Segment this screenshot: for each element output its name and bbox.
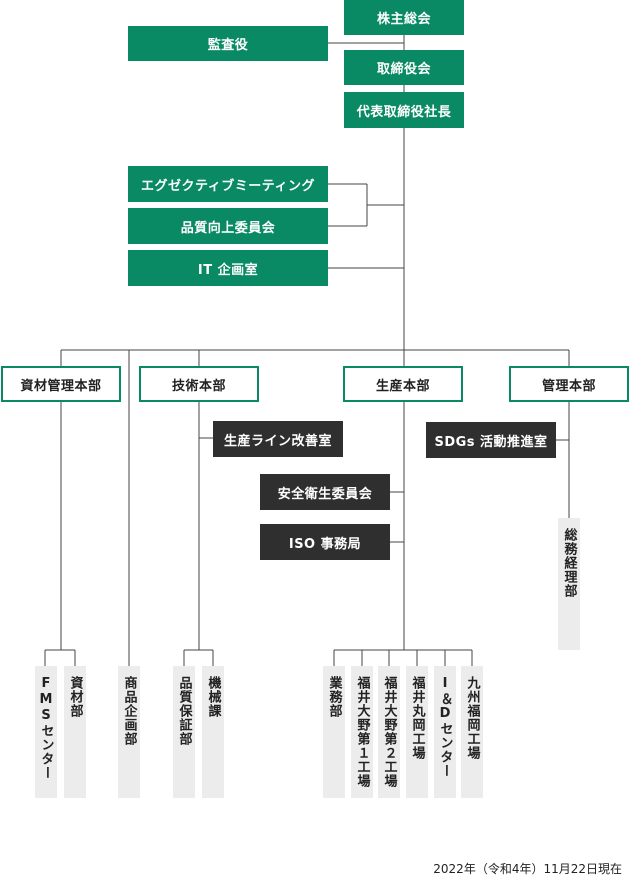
auditor-box: 監査役 [128, 26, 328, 61]
dept-product-planning: 商品企画部 [118, 666, 140, 798]
dept-ohno-plant-1: 福井大野第１工場 [351, 666, 373, 798]
sdgs-office-box: SDGs 活動推進室 [426, 422, 556, 458]
dept-ohno-plant-2: 福井大野第２工場 [378, 666, 400, 798]
dept-label: 業務部 [326, 676, 342, 718]
dept-label: 総務経理部 [561, 528, 577, 598]
management-division-box: 管理本部 [509, 366, 629, 402]
dept-label: 品質保証部 [176, 676, 192, 746]
dept-label: 福井大野第２工場 [381, 676, 397, 788]
dept-id-center: I＆Dセンター [434, 666, 456, 798]
shareholders-meeting-box: 株主総会 [344, 0, 464, 35]
dept-business: 業務部 [323, 666, 345, 798]
materials-division-box: 資材管理本部 [1, 366, 121, 402]
tech-division-box: 技術本部 [139, 366, 259, 402]
dept-fms-center: FMSセンター [35, 666, 57, 798]
quality-committee-box: 品質向上委員会 [128, 208, 328, 244]
dept-machinery: 機械課 [202, 666, 224, 798]
dept-label: 機械課 [205, 676, 221, 718]
it-planning-box: IT 企画室 [128, 250, 328, 286]
line-improvement-box: 生産ライン改善室 [213, 421, 343, 457]
as-of-date: 2022年（令和4年）11月22日現在 [433, 862, 622, 876]
dept-label: 九州福岡工場 [464, 676, 480, 760]
dept-label: FMSセンター [38, 676, 54, 780]
production-division-box: 生産本部 [343, 366, 463, 402]
board-box: 取締役会 [344, 50, 464, 85]
dept-label: 資材部 [67, 676, 83, 718]
dept-general-accounting: 総務経理部 [558, 518, 580, 650]
dept-label: 商品企画部 [121, 676, 137, 746]
dept-label: I＆Dセンター [437, 676, 453, 778]
dept-kyushu-plant: 九州福岡工場 [461, 666, 483, 798]
dept-label: 福井大野第１工場 [354, 676, 370, 788]
dept-maruoka-plant: 福井丸岡工場 [406, 666, 428, 798]
safety-committee-box: 安全衛生委員会 [260, 474, 390, 510]
executive-meeting-box: エグゼクティブミーティング [128, 166, 328, 202]
dept-shizai: 資材部 [64, 666, 86, 798]
dept-label: 福井丸岡工場 [409, 676, 425, 760]
dept-quality-assurance: 品質保証部 [173, 666, 195, 798]
president-box: 代表取締役社長 [344, 92, 464, 128]
iso-office-box: ISO 事務局 [260, 524, 390, 560]
